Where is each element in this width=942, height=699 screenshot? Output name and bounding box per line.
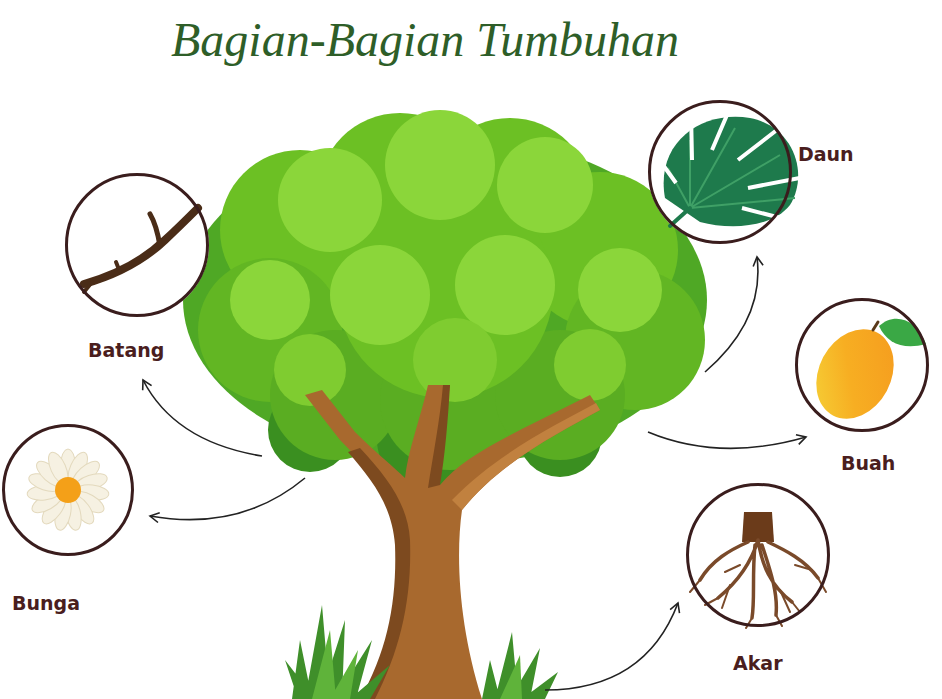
trunk-light [452,403,600,510]
circle-border [4,426,133,555]
crown-light [554,329,626,401]
circle-border [650,102,791,243]
icon-grounds [2,100,929,627]
icon-ground [686,483,830,627]
circle-outline [65,173,209,317]
leader-arrow [705,257,758,372]
roots [700,540,818,618]
branch [84,208,198,284]
circle-outline [648,100,792,244]
leader-arrow [150,478,305,520]
part-circle: Akar [686,483,830,627]
icon-ground [2,424,134,556]
crown-light [385,110,495,220]
circle-outline [686,483,830,627]
grass [285,605,558,699]
part-label: Akar [733,652,783,675]
grass-blades [285,605,390,699]
mango-stem [873,322,878,330]
crown-light [497,137,593,233]
leader-arrows [143,257,806,690]
crown-light [455,235,555,335]
part-label: Daun [798,143,854,166]
grass-blades [500,655,522,699]
daisy-icon [26,449,109,532]
crown-light [330,245,430,345]
leaf-slits [658,108,810,222]
part-circle: Batang [65,173,209,317]
roots-icon [690,512,826,628]
part-circle: Bunga [2,424,134,556]
crown-light [230,260,310,340]
branch-icon [84,208,198,292]
diagram-title: Bagian-Bagian Tumbuhan [171,14,679,67]
tree-crown [183,110,707,488]
leaf-icon [658,108,810,226]
root-stub [742,512,774,542]
part-label: Bunga [12,592,80,615]
part-circle: Buah [795,298,929,432]
icon-ground [65,173,209,317]
circle-border [797,300,928,431]
trunk-shade [428,385,450,488]
circle-outline [795,298,929,432]
circle-outline [2,424,134,556]
crown-light [278,148,382,252]
grass-blades [312,630,358,699]
trunk-shape [305,385,600,699]
crown-light [413,318,497,402]
daisy-center [55,477,81,503]
leaf-veins [668,128,795,208]
circle-border [67,175,208,316]
tree-trunk [305,385,600,699]
crown-light [578,248,662,332]
icon-ground [795,298,929,432]
part-label: Buah [841,452,895,475]
part-circle: Daun [648,100,792,244]
trunk-shade [348,448,410,699]
grass-blades [482,632,558,699]
circle-border [688,485,829,626]
leader-arrow [143,380,262,456]
leader-arrow [545,603,678,690]
root-hairs [690,565,826,628]
leader-arrow [648,432,806,448]
part-label: Batang [88,339,164,362]
branch-twig [84,262,120,292]
branch-twig [150,214,160,246]
